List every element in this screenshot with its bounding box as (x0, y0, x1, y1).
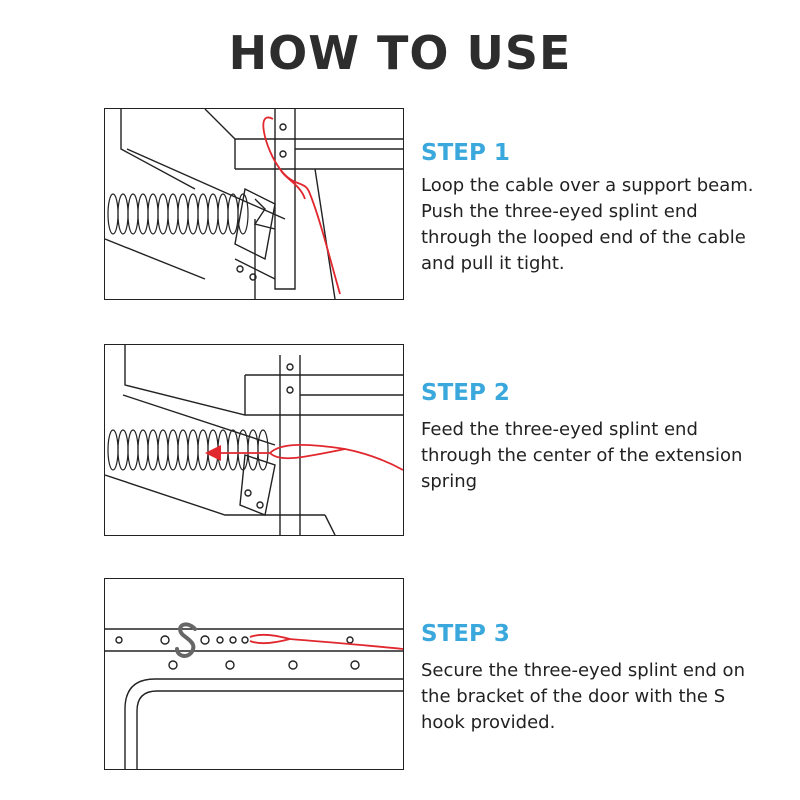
cable (249, 633, 403, 650)
s-hook-icon (175, 622, 197, 658)
cable-loop-over-beam-drawing (105, 109, 403, 299)
step-1-illustration (104, 108, 404, 300)
step-1-text: Loop the cable over a support beam. Push… (421, 175, 754, 274)
step-3-text: Secure the three-eyed splint end on the … (421, 660, 745, 733)
step-2-illustration (104, 344, 404, 536)
step-3-title: STEP 3 (421, 621, 510, 647)
page-title: HOW TO USE (228, 26, 572, 80)
step-2-title: STEP 2 (421, 380, 510, 406)
step-1-title: STEP 1 (421, 140, 510, 166)
cable (262, 116, 341, 295)
s-hook-on-door-bracket-drawing (105, 622, 403, 769)
step-2-text: Feed the three-eyed splint end through t… (421, 419, 743, 492)
direction-arrow-icon (205, 445, 221, 461)
cable-through-spring-drawing (105, 345, 403, 535)
step-3-illustration (104, 578, 404, 770)
